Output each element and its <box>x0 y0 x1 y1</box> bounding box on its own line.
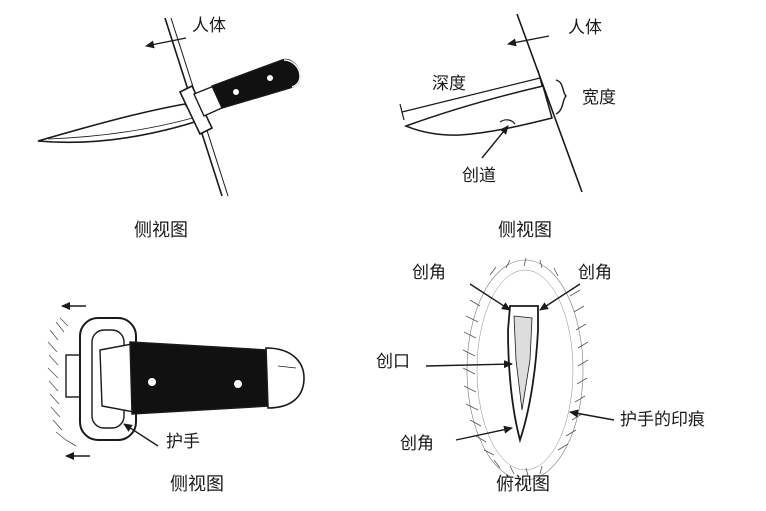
handle-end-cap <box>265 347 305 409</box>
width-brace <box>555 79 567 115</box>
handle-rivet <box>233 89 239 95</box>
label-guard-imprint: 护手的印痕 <box>620 410 705 430</box>
handle-rivet <box>148 378 156 386</box>
skin-hatching <box>47 317 77 447</box>
body-direction-arrow <box>507 35 550 47</box>
handle-rivet <box>267 75 273 81</box>
label-wound-opening: 创口 <box>376 352 410 372</box>
pointer-opening <box>425 360 513 369</box>
panel-bottom-left-art <box>47 302 305 460</box>
guard-pointer <box>123 423 159 447</box>
knife-guard <box>178 84 214 136</box>
blade-edge-line <box>47 116 197 140</box>
wound-track-pointer <box>481 125 509 159</box>
panel-top-left-art <box>37 17 301 197</box>
depth-tick <box>537 69 543 87</box>
depth-tick <box>399 103 405 121</box>
label-corner-bottom: 创角 <box>400 434 434 454</box>
label-corner-top-left: 创角 <box>412 263 446 283</box>
knife-handle <box>211 58 301 109</box>
caption-bottom-left: 侧视图 <box>170 474 224 495</box>
body-direction-arrow <box>145 37 187 49</box>
bolster <box>99 343 135 413</box>
body-surface-line <box>516 13 583 193</box>
label-depth: 深度 <box>432 74 466 94</box>
guard-imprint-hatching <box>462 257 589 481</box>
label-wound-track: 创道 <box>462 166 496 186</box>
caption-bottom-right: 俯视图 <box>496 474 550 495</box>
wound-track-outline <box>403 85 553 136</box>
pointer-corner-top-right <box>539 283 581 311</box>
label-width: 宽度 <box>582 88 616 108</box>
wound-interior <box>513 315 533 411</box>
pointer-guard-mark <box>569 409 615 421</box>
pointer-corner-bottom <box>455 425 513 441</box>
label-guard: 护手 <box>166 432 200 452</box>
label-corner-top-right: 创角 <box>578 263 612 283</box>
label-body-top-right: 人体 <box>568 18 602 38</box>
end-cap-highlight <box>277 365 297 369</box>
wound-track-lip <box>499 119 516 125</box>
pointer-corner-top-left <box>469 283 511 311</box>
panel-bottom-right-art <box>425 257 615 481</box>
caption-top-left: 侧视图 <box>134 220 188 241</box>
knife-blade <box>37 103 200 144</box>
depth-dimension-line <box>401 77 541 113</box>
handle-rivet <box>234 380 242 388</box>
handle-end-cap <box>283 59 301 88</box>
caption-top-right: 侧视图 <box>498 220 552 241</box>
label-body-top-left: 人体 <box>192 16 226 36</box>
handle-black <box>129 341 271 415</box>
panel-top-right-art <box>399 13 583 193</box>
